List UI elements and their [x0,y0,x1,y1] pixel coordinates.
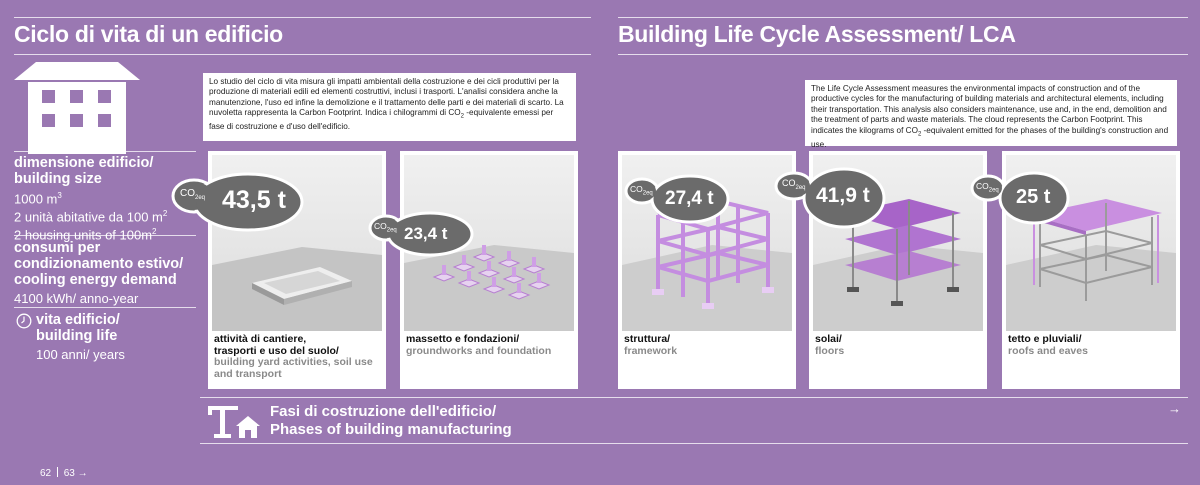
building-size-block: dimensione edificio/ building size 1000 … [14,155,194,242]
left-page-title: Ciclo di vita di un edificio [14,21,283,47]
co2-value-framework: 27,4 t [665,188,714,209]
phase-roof-label-it: tetto e pluviali/ [1008,333,1082,345]
title-rule-right [618,54,1188,55]
phase-foundation-label-en: groundworks and foundation [406,344,552,357]
life-block: vita edificio/ building life 100 anni/ y… [36,312,196,363]
page-number-left: 62 [40,468,52,479]
phase-floors-label-it: solai/ [815,333,842,345]
sidebar-rule-2 [14,235,196,236]
phase-floors-label-en: floors [815,344,845,357]
crane-house-icon [208,406,260,438]
cooling-heading-1: consumi per [14,240,101,256]
co2-cloud-foundation: CO2eq 23,4 t [368,208,478,258]
housing-units-en: 2 housing units of 100m [14,226,153,242]
footer-title-it: Fasi di costruzione dell'edificio/ [270,403,497,420]
phase-site-label-en: building yard activities, soil use and t… [214,356,373,380]
cooling-block: consumi per condizionamento estivo/ cool… [14,240,194,307]
units-en-exponent: 2 [152,226,157,236]
phase-site-label-it-2: trasporti e uso del suolo/ [214,344,339,357]
top-rule-right [618,17,1188,18]
housing-units-it: 2 unità abitative da 100 m [14,209,163,225]
footer-title: Fasi di costruzione dell'edificio/ Phase… [270,403,512,439]
cooling-heading-2: condizionamento estivo/ [14,256,184,272]
building-size-heading-it: dimensione edificio/ [14,155,154,171]
footer-rule-top [200,397,1188,398]
title-rule-left [14,54,591,55]
volume-exponent: 3 [57,191,62,200]
building-size-heading-en: building size [14,171,102,187]
co2-value-foundation: 23,4 t [404,224,448,243]
page-number-right: 63 [63,468,75,479]
cooling-value: 4100 kWh/ anno-year [14,291,139,306]
building-volume: 1000 m [14,191,58,207]
co2-value-floors: 41,9 t [816,184,870,207]
phase-site-label-it-1: attività di cantiere, [214,333,307,345]
clock-icon [16,313,32,329]
phase-panel-site: attività di cantiere, trasporti e uso de… [208,151,386,389]
site-illustration [212,155,382,331]
co2-cloud-roof: CO2eq 25 t [970,170,1070,226]
page-numbers: 62 63 → [40,467,88,479]
floors-illustration [813,155,983,331]
life-heading-2: building life [36,328,118,344]
foundation-illustration [404,155,574,331]
co2-value-site: 43,5 t [222,186,286,214]
intro-text-it: Lo studio del ciclo di vita misura gli i… [203,73,576,141]
phase-foundation-label-it: massetto e fondazioni/ [406,333,520,345]
right-page-title: Building Life Cycle Assessment/ LCA [618,21,1016,47]
footer-rule-bottom [200,443,1188,444]
phase-panel-foundation: massetto e fondazioni/ groundworks and f… [400,151,578,389]
co2-cloud-framework: CO2eq 27,4 t [624,171,730,225]
intro-text-en: The Life Cycle Assessment measures the e… [805,80,1177,149]
phase-framework-label-en: framework [624,344,678,357]
phase-roof-label-en: roofs and eaves [1008,344,1088,357]
co2-cloud-site: CO2eq 43,5 t [170,166,310,232]
life-heading-1: vita edificio/ [36,312,120,328]
sidebar-rule-3 [14,307,196,308]
top-rule-left [14,17,591,18]
phase-panel-floors: solai/ floors [809,151,987,389]
page-next-arrow[interactable]: → [77,468,88,479]
phase-framework-label-it: struttura/ [624,333,671,345]
footer-title-en: Phases of building manufacturing [270,421,512,438]
co2-cloud-floors: CO2eq 41,9 t [774,164,886,230]
next-arrow[interactable]: → [1168,401,1181,416]
sidebar-rule-1 [14,151,196,152]
units-it-exponent: 2 [162,208,168,218]
life-value: 100 anni/ years [36,347,125,362]
house-icon [14,62,140,154]
co2-value-roof: 25 t [1016,186,1051,208]
cooling-heading-3: cooling energy demand [14,272,177,288]
